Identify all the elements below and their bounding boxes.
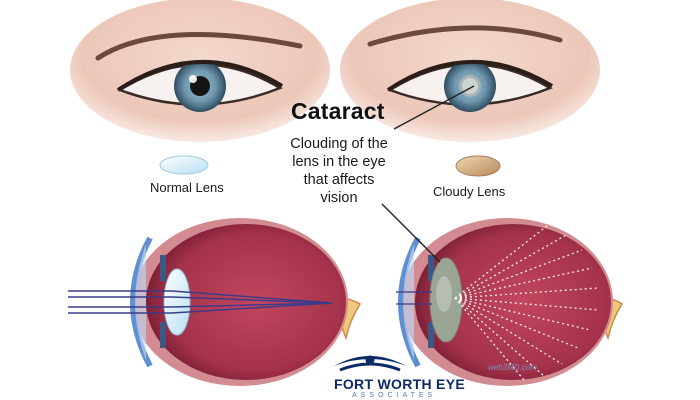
cataract-eye-photo <box>340 0 600 142</box>
cataract-eyeball-cross-section <box>396 218 624 386</box>
normal-lens-label: Normal Lens <box>150 180 224 195</box>
logo-name: FORT WORTH EYE <box>334 376 465 392</box>
fort-worth-eye-logo-mark <box>334 355 406 372</box>
logo-tagline: ASSOCIATES <box>352 392 437 399</box>
source-watermark: web3MD.com <box>488 363 537 372</box>
normal-lens-icon <box>159 155 209 175</box>
cataract-description: Clouding of the lens in the eye that aff… <box>280 135 398 207</box>
callout-line-lens <box>381 203 441 263</box>
description-line-2: lens in the eye <box>292 154 386 170</box>
normal-eyeball-cross-section <box>68 218 362 386</box>
diagram-title: Cataract <box>291 98 385 124</box>
normal-eye-photo <box>70 0 330 142</box>
description-line-3: that affects <box>303 172 375 188</box>
description-line-1: Clouding of the <box>290 136 388 152</box>
normal-light-rays <box>68 290 333 314</box>
cloudy-lens-icon <box>455 155 501 177</box>
description-line-4: vision <box>320 190 358 206</box>
cloudy-lens-label: Cloudy Lens <box>433 184 506 199</box>
scattered-light-rays <box>454 221 599 381</box>
callout-line-pupil <box>393 85 475 130</box>
